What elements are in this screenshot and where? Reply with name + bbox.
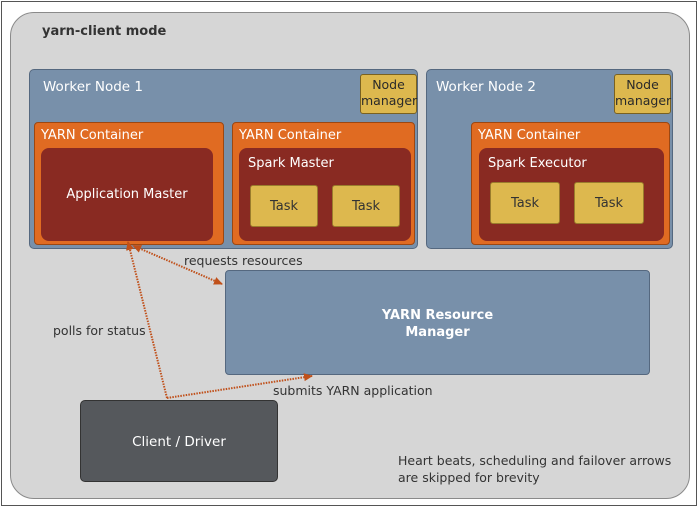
- worker-node-2: Worker Node 2 Node manager YARN Containe…: [426, 69, 673, 249]
- brevity-note-line2: are skipped for brevity: [398, 470, 540, 485]
- yarn-container-label: YARN Container: [41, 128, 144, 143]
- resource-manager-line1: YARN Resource: [381, 308, 494, 323]
- node-manager-1: Node manager: [360, 74, 417, 114]
- spark-master-label: Spark Master: [248, 156, 334, 171]
- client-driver-label: Client / Driver: [132, 434, 226, 450]
- spark-executor-label: Spark Executor: [488, 156, 587, 171]
- submits-arrow: [166, 373, 313, 399]
- task-box: Task: [490, 182, 560, 224]
- resource-manager-label: YARN Resource Manager: [226, 307, 649, 341]
- task-box: Task: [250, 185, 318, 227]
- task-box: Task: [574, 182, 644, 224]
- worker-node-1: Worker Node 1 Node manager YARN Containe…: [29, 69, 418, 249]
- yarn-container-label: YARN Container: [239, 128, 342, 143]
- application-master: Application Master: [41, 148, 213, 241]
- application-master-label: Application Master: [66, 187, 188, 202]
- spark-executor: Spark Executor Task Task: [479, 148, 664, 241]
- worker-node-2-label: Worker Node 2: [436, 79, 536, 95]
- diagram-title: yarn-client mode: [42, 24, 167, 39]
- yarn-container-spark-master: YARN Container Spark Master Task Task: [232, 122, 415, 245]
- requests-resources-label: requests resources: [184, 253, 303, 268]
- node-manager-1-line2: manager: [361, 93, 418, 108]
- node-manager-1-line1: Node: [372, 77, 405, 92]
- yarn-container-executor: YARN Container Spark Executor Task Task: [471, 122, 670, 245]
- node-manager-2-line2: manager: [615, 93, 672, 108]
- resource-manager-line2: Manager: [405, 325, 470, 340]
- submits-application-label: submits YARN application: [273, 383, 433, 398]
- client-driver: Client / Driver: [80, 400, 278, 482]
- yarn-resource-manager: YARN Resource Manager: [225, 270, 650, 375]
- brevity-note-line1: Heart beats, scheduling and failover arr…: [398, 453, 672, 468]
- yarn-container-label: YARN Container: [478, 128, 581, 143]
- brevity-note: Heart beats, scheduling and failover arr…: [398, 452, 671, 486]
- polls-arrow: [126, 241, 168, 399]
- node-manager-2: Node manager: [614, 74, 671, 114]
- node-manager-2-line1: Node: [626, 77, 659, 92]
- polls-for-status-label: polls for status: [53, 323, 146, 338]
- worker-node-1-label: Worker Node 1: [43, 79, 143, 95]
- spark-master: Spark Master Task Task: [239, 148, 411, 241]
- task-box: Task: [332, 185, 400, 227]
- yarn-container-app-master: YARN Container Application Master: [34, 122, 224, 245]
